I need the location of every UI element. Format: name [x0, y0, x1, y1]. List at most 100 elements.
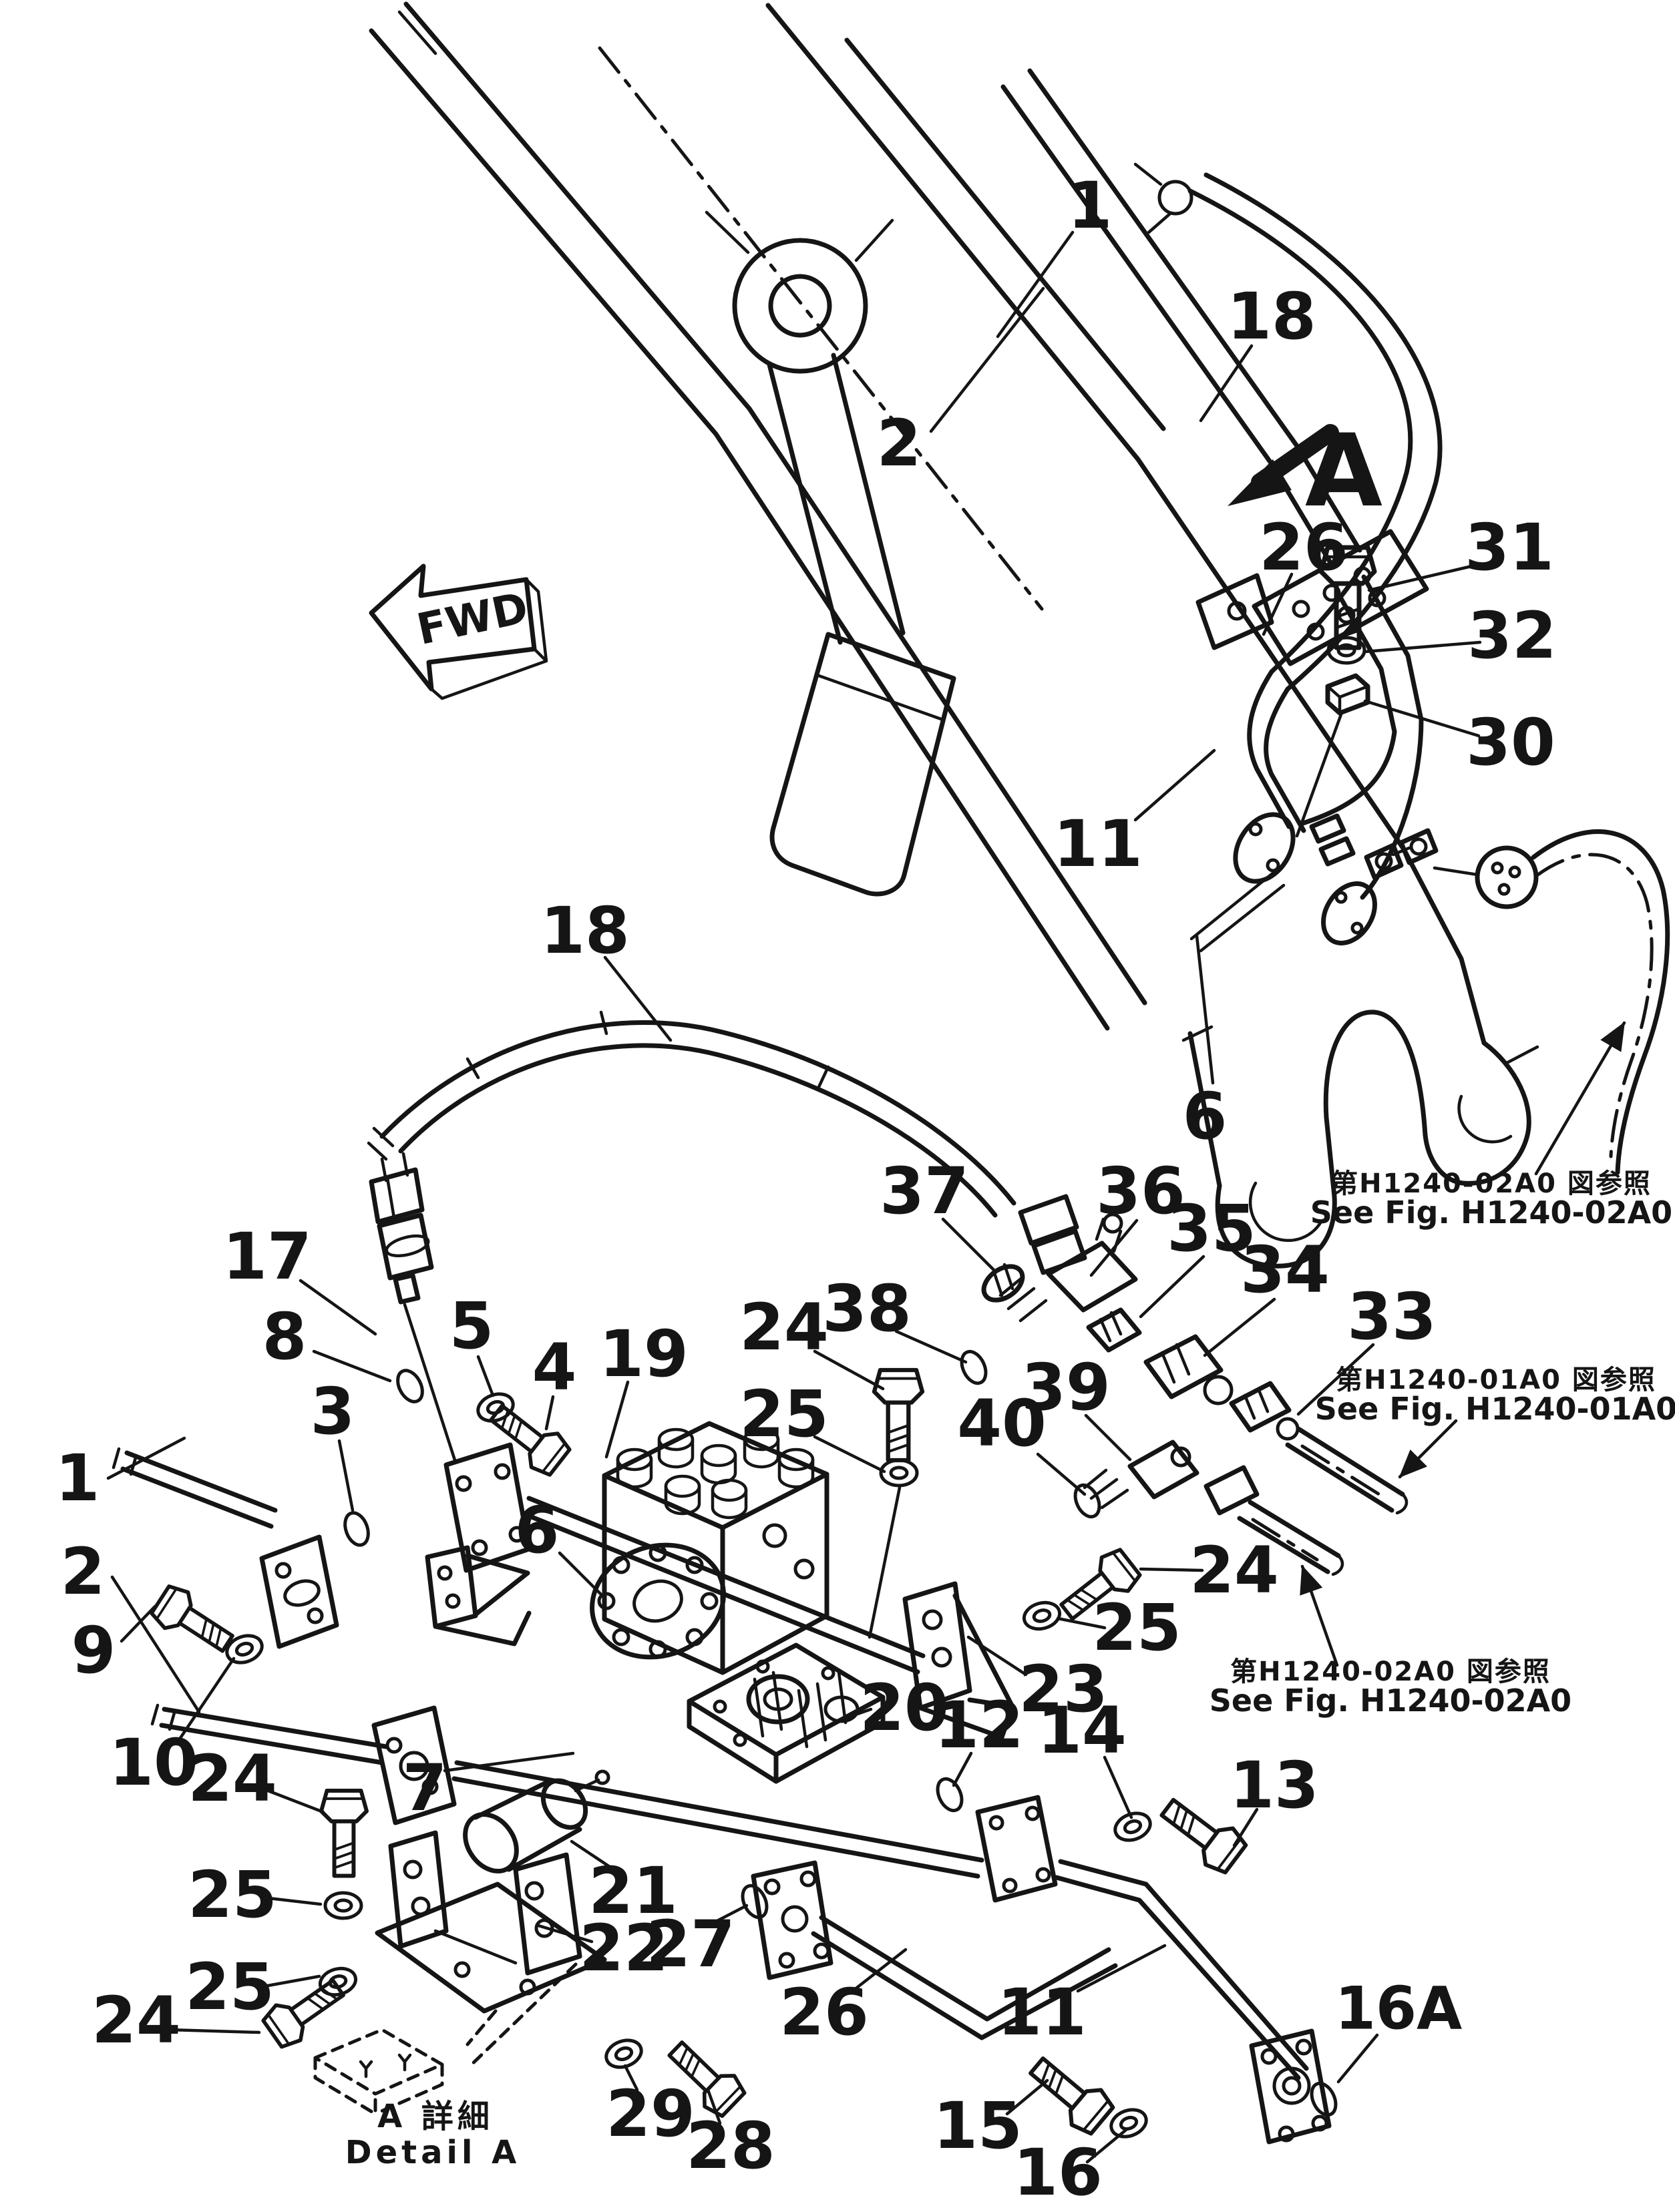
callout-6-16: 6: [515, 1493, 560, 1568]
lug-hole: [1227, 601, 1247, 621]
valve-right-face: [720, 1472, 829, 1675]
leader-line-39: [1084, 1413, 1132, 1462]
leader-line-2: [110, 1575, 201, 1714]
leader-line-30: [1363, 699, 1481, 738]
callout-25-23: 25: [185, 1950, 274, 2024]
callout-35-31: 35: [1167, 1191, 1256, 1266]
pipe11-line: [1054, 1859, 1309, 2080]
fork-inner-u: [1323, 1010, 1428, 1199]
flange1-port: [283, 1579, 321, 1607]
flange-b: [1249, 2028, 1332, 2145]
note-jp-text: 第H1240-02A0 図参照: [1331, 1168, 1652, 1199]
boom-left-edge-inner: [369, 28, 1110, 1031]
callout-25-37: 25: [1092, 1590, 1181, 1665]
callout-38-28: 38: [822, 1271, 912, 1346]
oring-3: [341, 1510, 372, 1548]
hose-a-cut: [1395, 1492, 1409, 1515]
callout-13-42: 13: [1230, 1748, 1319, 1823]
hose-18-middle: [367, 1010, 1016, 1218]
cylinder-rod: [767, 353, 906, 645]
fitting-nut: [369, 1167, 425, 1225]
flange-c-hole: [1025, 1805, 1041, 1821]
boom-top-inner-edge: [844, 37, 1166, 431]
callout-40-35: 40: [957, 1386, 1047, 1461]
disc1-hole: [1248, 822, 1263, 837]
fitting-35-hex: [1086, 1307, 1142, 1353]
manifold-thickness: [687, 1695, 886, 1784]
callout-5-12: 5: [449, 1289, 494, 1363]
callout-6-8: 6: [1183, 1079, 1228, 1154]
flange-b-hole: [1311, 2115, 1328, 2132]
callout-25-27: 25: [739, 1377, 829, 1452]
elbow-39-port: [1170, 1446, 1191, 1468]
pipe-2-assembly: [150, 1703, 457, 1825]
bolt-15: [1022, 2048, 1116, 2138]
leader-line-18: [1199, 344, 1254, 423]
fittings-cluster: [981, 1194, 1409, 1576]
leader-line-17: [299, 1279, 377, 1336]
leader-line-5: [476, 1355, 495, 1397]
washer-14: [1111, 1809, 1154, 1845]
hidden-block-outline: [313, 2028, 444, 2116]
fitting-33-ribs: [1243, 1387, 1270, 1420]
valve-block-19: [590, 1421, 848, 1749]
cylinder-collar: [817, 674, 945, 722]
fork-tip-arc-right: [1457, 1094, 1513, 1144]
leader-line-27: [709, 1904, 749, 1926]
leader-line-38: [894, 1329, 968, 1364]
hose18m-end-ticks: [367, 1010, 830, 1161]
callout-1-0: 1: [1068, 168, 1113, 243]
leader-line-20: [842, 1707, 873, 1721]
leader-line-34: [1203, 1297, 1276, 1357]
manifold-hole: [733, 1733, 747, 1747]
hose-a: [1285, 1426, 1405, 1513]
pipe-elbow-2: [1360, 717, 1424, 900]
valve-flange-ring: [590, 1542, 726, 1660]
callout-19-14: 19: [599, 1317, 689, 1391]
oring-38: [957, 1348, 990, 1387]
clamp30-drop-line: [1295, 712, 1343, 838]
flange2-port: [399, 1751, 429, 1781]
dumbbell-hole: [1409, 837, 1428, 856]
flange2-plate: [371, 1705, 457, 1825]
dumbbell-plate: [1399, 828, 1439, 865]
leader-line-15: [1005, 2078, 1049, 2116]
ring-bolt: [612, 1628, 630, 1646]
hose-b-cut: [1331, 1554, 1344, 1576]
plug-body: [473, 1779, 582, 1872]
callout-2-1: 2: [877, 406, 922, 481]
tee-36-nut-b: [1031, 1229, 1087, 1275]
leader-line-29: [623, 2064, 639, 2092]
leader-line-26: [849, 1948, 908, 1994]
bracket23-hole: [931, 1646, 952, 1668]
callout-21-43: 21: [588, 1853, 678, 1928]
leader-line-26: [1262, 572, 1294, 636]
flange-disc-2: [1321, 881, 1377, 946]
callout-12-40: 12: [934, 1688, 1024, 1763]
leader-line-11: [1076, 1944, 1167, 1993]
leader-line-8: [312, 1349, 392, 1383]
callout-17-10: 17: [222, 1219, 312, 1294]
connector-dot: [1491, 861, 1504, 875]
bracket-23: [902, 1581, 1015, 1740]
flange-b-hole: [1278, 2125, 1295, 2143]
callout-18-9: 18: [540, 893, 630, 968]
fwd-direction-arrow: FWD: [369, 564, 548, 700]
tab-hole: [411, 1896, 431, 1916]
exploded-axis-2: [868, 1486, 902, 1639]
flange2-hole: [421, 1778, 439, 1795]
leader-line-1: [996, 230, 1075, 339]
manifold-hole: [755, 1659, 770, 1674]
hose18m-inner: [398, 1043, 998, 1218]
note-en-text: See Fig. H1240-01A0: [1315, 1391, 1675, 1427]
washer-25c: [881, 1460, 917, 1486]
bracket23-plate: [902, 1581, 972, 1711]
boom-foot-fork: [1181, 847, 1539, 1269]
leader-line-35: [1139, 1255, 1205, 1319]
ring-bolt: [648, 1544, 667, 1562]
fitting-35-ribs: [1099, 1311, 1123, 1343]
bracket-hole: [445, 1593, 461, 1609]
